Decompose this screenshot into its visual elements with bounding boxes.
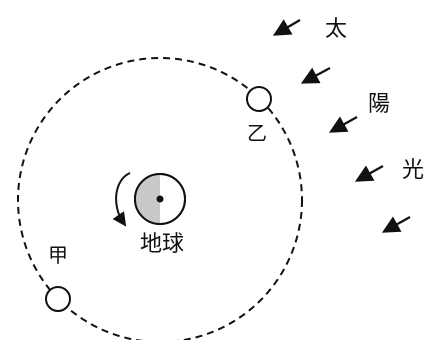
earth-body-outline (134, 173, 186, 225)
arrow-down-left-icon (354, 165, 384, 182)
moon-position-b (246, 86, 272, 112)
arrow-down-left-icon (381, 216, 411, 233)
earth-night-side (135, 174, 160, 224)
arrow-down-left-icon (300, 67, 331, 84)
counterclockwise-arrow-icon (112, 172, 131, 227)
earth-label: 地球 (140, 232, 184, 257)
earth-axis-dot (156, 195, 164, 203)
sunlight-label-char-3: 光 (402, 158, 424, 183)
sunlight-arrows (272, 19, 411, 233)
arrow-down-left-icon (328, 116, 358, 133)
sunlight-label-char-1: 太 (325, 17, 347, 42)
moon-orbit (17, 57, 303, 340)
sunlight-label-char-2: 陽 (368, 92, 390, 117)
moon-position-a (45, 286, 71, 312)
earth (134, 173, 186, 225)
position-b-label: 乙 (247, 121, 267, 145)
arrow-down-left-icon (272, 19, 301, 36)
position-a-label: 甲 (48, 243, 68, 267)
